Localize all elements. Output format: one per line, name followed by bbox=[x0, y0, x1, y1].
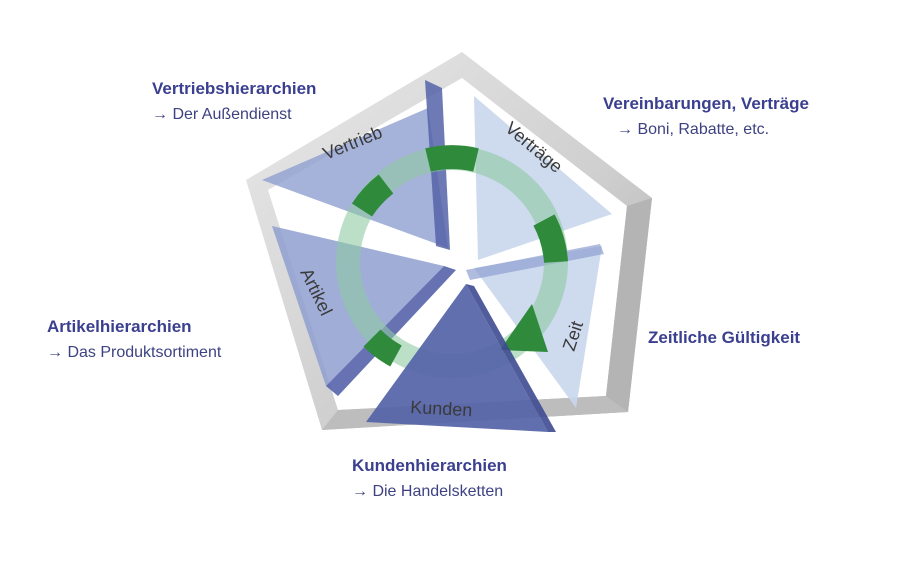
caption-zeit: Zeitliche Gültigkeit bbox=[648, 325, 800, 351]
caption-zeit-title: Zeitliche Gültigkeit bbox=[648, 328, 801, 347]
panel-kunden bbox=[366, 284, 548, 432]
caption-vertraege-title: Vereinbarungen, Verträge bbox=[603, 94, 809, 113]
caption-vertraege-sub: → Boni, Rabatte, etc. bbox=[617, 121, 770, 138]
cycle-arc-left bbox=[351, 174, 394, 217]
cycle-arrow-head bbox=[500, 304, 548, 352]
caption-vertrieb-sub: → Der Außendienst bbox=[152, 106, 292, 123]
cycle-arc-bottom-left bbox=[363, 329, 403, 367]
caption-artikel: Artikelhierarchien → Das Produktsortimen… bbox=[47, 314, 221, 366]
frame-shadow-right bbox=[606, 198, 652, 412]
caption-artikel-title: Artikelhierarchien bbox=[47, 317, 192, 336]
caption-vertrieb: Vertriebshierarchien → Der Außendienst bbox=[152, 76, 316, 128]
caption-kunden-sub: → Die Handelsketten bbox=[352, 483, 504, 500]
panel-vertraege bbox=[474, 96, 612, 260]
panel-zeit-edge bbox=[466, 244, 604, 280]
cycle-arc-right bbox=[533, 214, 568, 264]
panel-vertrieb bbox=[262, 108, 448, 248]
cycle-arc-top bbox=[425, 145, 479, 172]
segment-label-kunden: Kunden bbox=[410, 397, 473, 420]
panel-kunden-edge bbox=[466, 284, 556, 432]
caption-vertraege: Vereinbarungen, Verträge → Boni, Rabatte… bbox=[603, 91, 809, 143]
caption-artikel-sub: → Das Produktsortiment bbox=[47, 344, 222, 361]
caption-vertrieb-title: Vertriebshierarchien bbox=[152, 79, 317, 98]
caption-kunden: Kundenhierarchien → Die Handelsketten bbox=[352, 453, 507, 505]
caption-kunden-title: Kundenhierarchien bbox=[352, 456, 507, 475]
